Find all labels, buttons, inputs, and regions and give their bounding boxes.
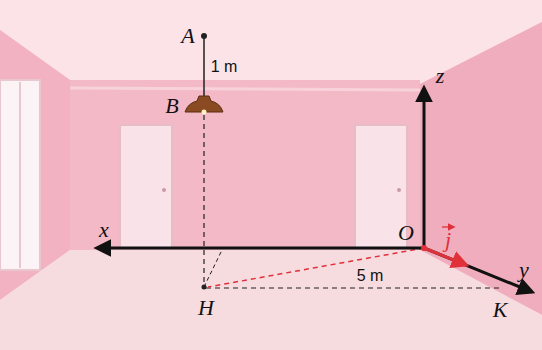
point-a [201,33,207,39]
vector-arrow-mark [442,226,454,227]
vector-oh [208,248,424,287]
projection-line [204,250,222,287]
point-b [202,110,207,115]
axis-label: z [436,65,445,87]
door [120,125,172,248]
crown-molding [70,88,420,90]
distance-line [206,287,500,288]
point-label: A [181,25,194,47]
dimension-label: 1 m [211,59,238,75]
y-axis [424,248,532,292]
point-label: H [198,297,214,319]
door-knob [397,188,401,192]
axis-label: x [99,219,109,241]
vector-label: j [445,229,451,251]
point-label: O [398,222,414,244]
door-knob [162,188,166,192]
lamp-cord [203,36,205,96]
back-wall [70,80,420,250]
z-axis [423,88,426,248]
window [0,80,40,270]
point-h [202,285,207,290]
point-label: B [165,95,178,117]
window-frame [19,82,21,268]
axis-label: y [519,259,529,281]
dimension-label: 5 m [357,268,384,284]
projection-line [203,115,204,286]
point-label: K [493,299,508,321]
x-axis [97,247,424,250]
origin-point [421,245,427,251]
floor [0,250,542,350]
